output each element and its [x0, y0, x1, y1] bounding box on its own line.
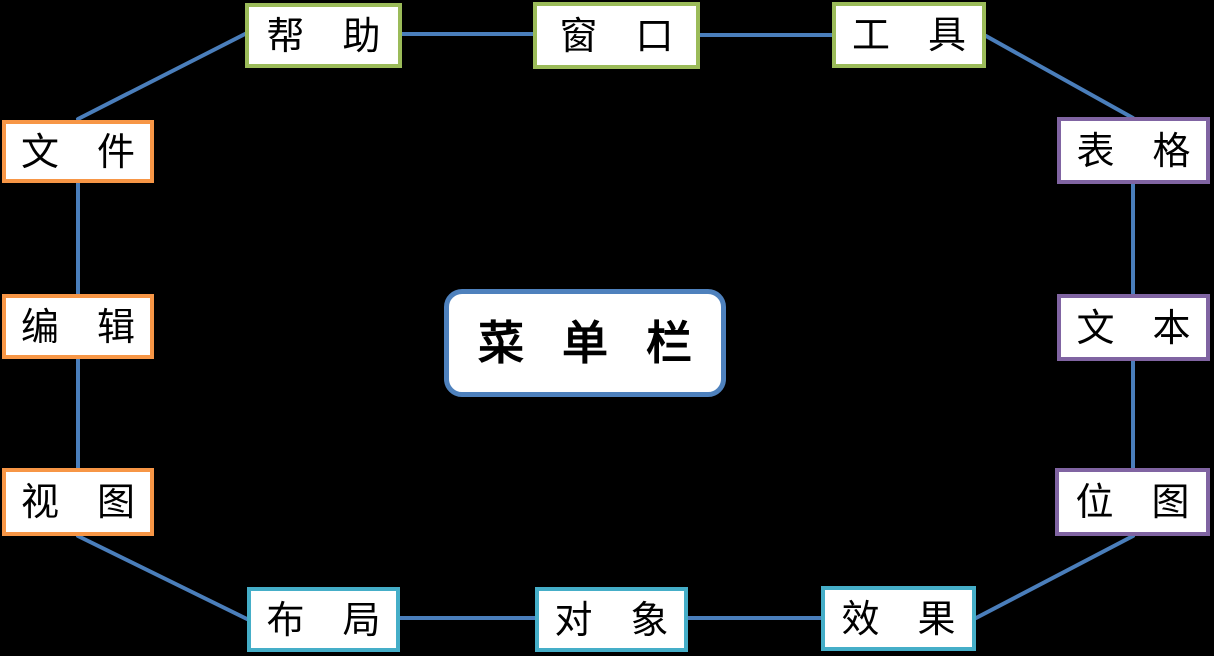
node-layout: 布 局 [247, 587, 400, 652]
edge-bitmap-effects [974, 534, 1135, 620]
node-window: 窗 口 [533, 2, 700, 69]
node-effects: 效 果 [821, 586, 976, 651]
node-object: 对 象 [535, 587, 688, 652]
node-menu-bar: 菜 单 栏 [444, 289, 726, 397]
node-help: 帮 助 [245, 3, 402, 68]
node-bitmap: 位 图 [1055, 468, 1210, 536]
node-view: 视 图 [2, 468, 154, 536]
edge-file-help [76, 32, 247, 121]
node-text: 文 本 [1057, 294, 1210, 361]
edge-tools-table [984, 34, 1135, 120]
node-edit: 编 辑 [2, 294, 154, 359]
edge-layout-view [76, 534, 249, 621]
node-table: 表 格 [1057, 117, 1210, 184]
node-file: 文 件 [2, 120, 154, 183]
node-tools: 工 具 [832, 2, 986, 68]
